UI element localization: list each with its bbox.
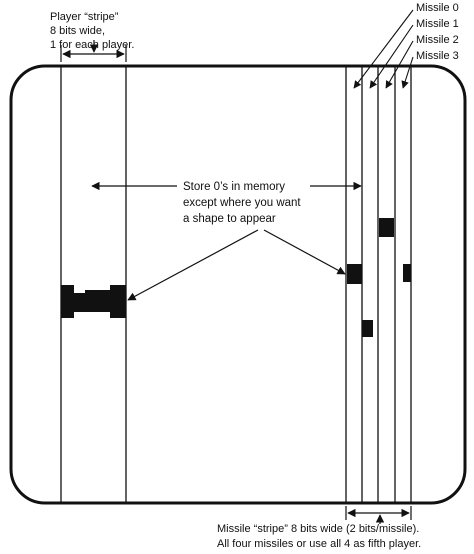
missile-1-shape (362, 320, 373, 337)
missile-label-pointers (353, 9, 414, 89)
missile-3-shape (403, 264, 411, 282)
missile-1-label: Missile 1 (416, 18, 459, 30)
missile-note-line-2: All four missiles or use all 4 as fifth … (217, 538, 421, 550)
tv-screen-frame (9, 64, 467, 505)
missile-0-shape (347, 264, 362, 284)
memory-note-line-2: except where you want (183, 197, 301, 209)
missile-width-dimension (345, 506, 412, 524)
player-note-line-2: 8 bits wide, (50, 25, 105, 37)
missile-2-shape (379, 218, 394, 237)
missile-note-line-1: Missile “stripe” 8 bits wide (2 bits/mis… (217, 523, 419, 535)
missile-3-pointer (401, 56, 414, 89)
missile-stripe (345, 66, 412, 503)
missile-2-label: Missile 2 (416, 34, 459, 46)
player-width-dimension (60, 40, 127, 62)
missile-3-label: Missile 3 (416, 50, 459, 62)
arrow-to-player-shape (127, 229, 259, 301)
memory-note-line-1: Store 0’s in memory (183, 181, 285, 193)
player-shape (61, 285, 126, 318)
player-note-line-1: Player “stripe” (50, 11, 119, 23)
arrow-to-missile-shape (263, 229, 346, 275)
player-stripe (60, 66, 127, 503)
player-note-line-3: 1 for each player. (50, 39, 134, 51)
memory-note-arrows (91, 181, 362, 301)
missile-2-pointer (385, 40, 414, 89)
missile-0-label: Missile 0 (416, 2, 459, 14)
missile-1-pointer (369, 24, 414, 89)
memory-note-line-3: a shape to appear (183, 213, 276, 225)
missile-0-pointer (353, 9, 414, 89)
